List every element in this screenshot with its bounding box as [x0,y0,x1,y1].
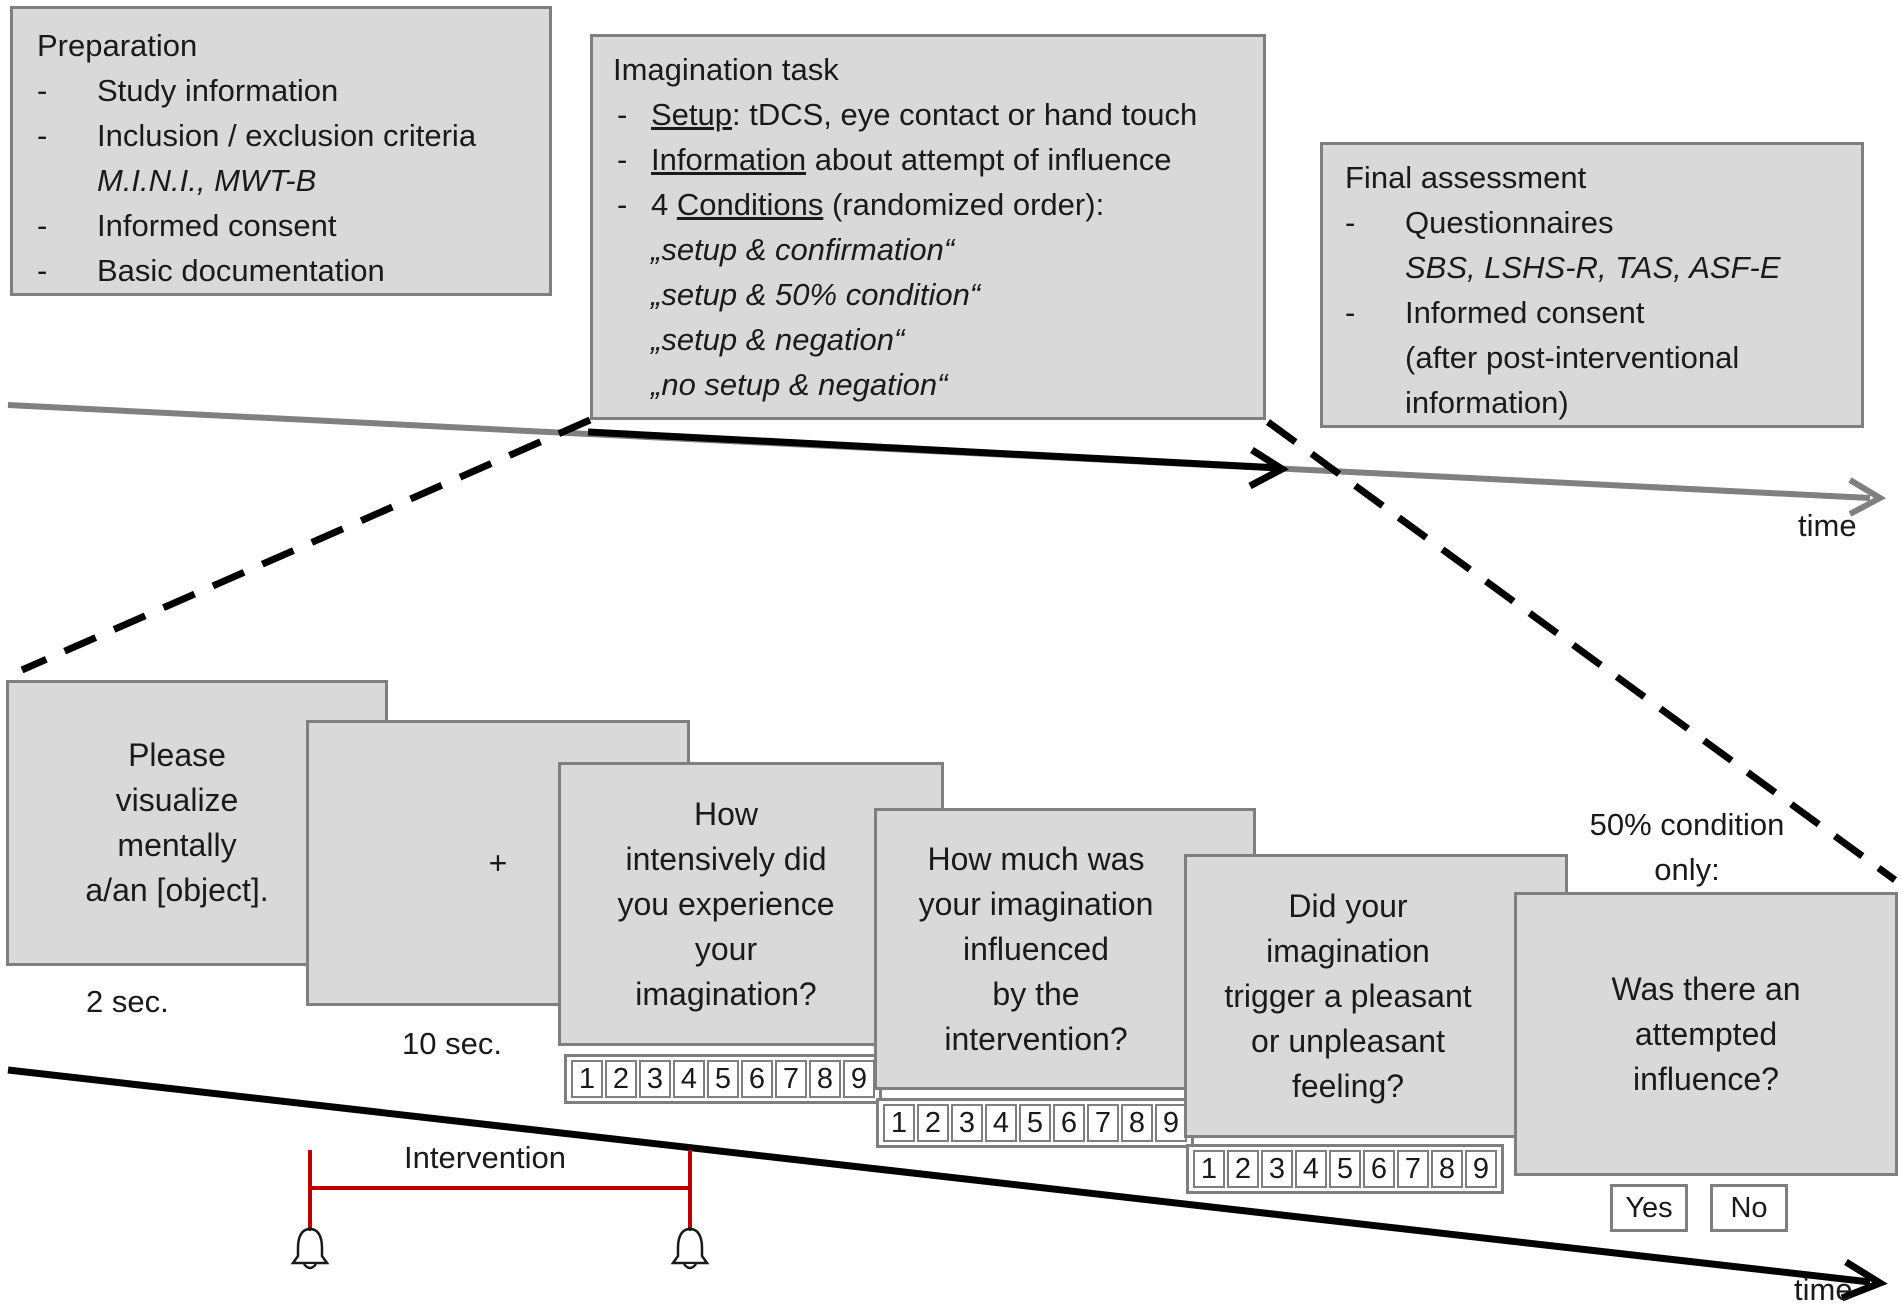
condition-item: „setup & 50% condition“ [651,277,981,312]
rating-option[interactable]: 9 [843,1060,875,1098]
final-title: Final assessment [1345,160,1587,195]
rating-option[interactable]: 3 [951,1104,983,1142]
final-informed-consent: -Informed consent [1345,295,1645,330]
yes-button[interactable]: Yes [1610,1184,1688,1232]
rating-option[interactable]: 7 [775,1060,807,1098]
rating-option[interactable]: 2 [917,1104,949,1142]
condition-item: „setup & negation“ [651,322,905,357]
condition-item: „setup & confirmation“ [651,232,955,267]
imagination-task-box: Imagination task -Setup: tDCS, eye conta… [590,34,1266,420]
consent-note: information) [1405,385,1569,420]
rating-option[interactable]: 5 [1329,1150,1361,1188]
preparation-item: -Basic documentation [37,253,385,288]
final-assessment-box: Final assessment -Questionnaires SBS, LS… [1320,142,1864,428]
rating-option[interactable]: 7 [1087,1104,1119,1142]
bottom-timeline [7,1066,1871,1286]
influence-rating-scale[interactable]: 1 2 3 4 5 6 7 8 9 [876,1098,1194,1148]
intensity-rating-scale[interactable]: 1 2 3 4 5 6 7 8 9 [564,1054,882,1104]
imagination-title: Imagination task [613,52,839,87]
rating-option[interactable]: 1 [571,1060,603,1098]
fixation-cross: + [488,844,508,881]
preparation-item: -Inclusion / exclusion criteria [37,118,477,153]
rating-option[interactable]: 9 [1465,1150,1497,1188]
rating-option[interactable]: 4 [985,1104,1017,1142]
rating-option[interactable]: 1 [883,1104,915,1142]
bell-icon [290,1227,330,1270]
questionnaire-list: SBS, LSHS-R, TAS, ASF-E [1405,250,1781,285]
rating-option[interactable]: 6 [741,1060,773,1098]
bottom-timeline-arrowhead [1840,1259,1888,1302]
screen-influence-text: How much was your imagination influenced… [918,840,1154,1057]
condition-item: „no setup & negation“ [651,367,948,402]
imagination-information: -Information about attempt of influence [617,142,1172,177]
task-segment-arrow [587,428,1281,472]
rating-option[interactable]: 6 [1053,1104,1085,1142]
preparation-item: -Informed consent [37,208,337,243]
top-timeline-arrowhead [1848,477,1887,517]
screen-attempted-influence: Was there an attempted influence? [1514,892,1898,1176]
bell-icon [670,1227,710,1270]
screen-attempted-influence-text: Was there an attempted influence? [1611,970,1801,1097]
zoom-dash-right [1265,419,1898,883]
rating-option[interactable]: 3 [639,1060,671,1098]
screen-visualize-text: Please visualize mentally a/an [object]. [85,737,269,908]
time-label-top: time [1798,508,1857,543]
time-label-bottom: time [1794,1272,1853,1307]
preparation-item: -Study information [37,73,339,108]
consent-note: (after post-interventional [1405,340,1740,375]
criteria-instruments: M.I.N.I., MWT-B [97,163,317,198]
rating-option[interactable]: 6 [1363,1150,1395,1188]
rating-option[interactable]: 8 [1121,1104,1153,1142]
rating-option[interactable]: 8 [809,1060,841,1098]
rating-option[interactable]: 5 [707,1060,739,1098]
rating-option[interactable]: 4 [673,1060,705,1098]
rating-option[interactable]: 1 [1193,1150,1225,1188]
feeling-rating-scale[interactable]: 1 2 3 4 5 6 7 8 9 [1186,1144,1504,1194]
rating-option[interactable]: 9 [1155,1104,1187,1142]
task-segment-arrowhead [1248,447,1289,490]
screen-intensity-text: How intensively did you experience your … [617,795,835,1012]
fifty-percent-label: 50% condition only: [1589,807,1785,887]
preparation-box: Preparation -Study information -Inclusio… [10,6,552,296]
screen-feeling-text: Did your imagination trigger a pleasant … [1224,887,1472,1104]
rating-option[interactable]: 7 [1397,1150,1429,1188]
final-questionnaires: -Questionnaires [1345,205,1614,240]
rating-option[interactable]: 2 [1227,1150,1259,1188]
rating-option[interactable]: 5 [1019,1104,1051,1142]
screen-feeling: Did your imagination trigger a pleasant … [1184,854,1568,1138]
duration-2sec: 2 sec. [86,984,169,1019]
rating-option[interactable]: 2 [605,1060,637,1098]
rating-option[interactable]: 8 [1431,1150,1463,1188]
intervention-label: Intervention [404,1140,566,1175]
duration-10sec: 10 sec. [402,1026,502,1061]
imagination-setup: -Setup: tDCS, eye contact or hand touch [617,97,1198,132]
no-button[interactable]: No [1710,1184,1788,1232]
imagination-conditions: -4 Conditions (randomized order): [617,187,1105,222]
rating-option[interactable]: 4 [1295,1150,1327,1188]
preparation-title: Preparation [37,28,198,63]
zoom-dash-left [20,416,592,674]
rating-option[interactable]: 3 [1261,1150,1293,1188]
